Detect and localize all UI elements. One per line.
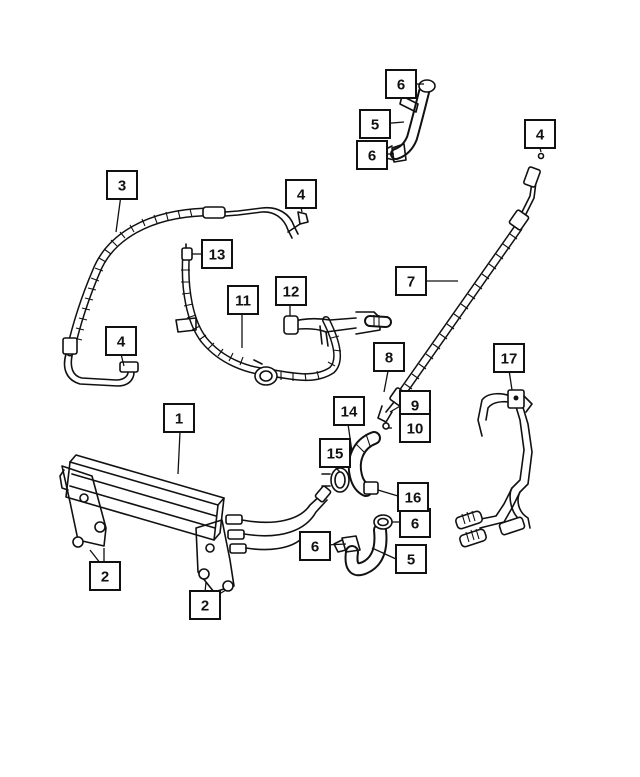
callout-6: 6 bbox=[299, 531, 331, 561]
callout-label: 4 bbox=[297, 187, 306, 204]
callout-label: 1 bbox=[175, 411, 183, 428]
callout-label: 2 bbox=[201, 598, 209, 615]
callout-2: 2 bbox=[89, 561, 121, 591]
callout-label: 14 bbox=[341, 404, 358, 421]
callout-box bbox=[385, 69, 417, 99]
callout-box bbox=[299, 531, 331, 561]
callout-box bbox=[395, 266, 427, 296]
callout-label: 12 bbox=[283, 284, 300, 301]
callout-label: 4 bbox=[536, 127, 545, 144]
callout-label: 10 bbox=[407, 421, 424, 438]
callout-label: 5 bbox=[407, 552, 415, 569]
callout-3: 3 bbox=[106, 170, 138, 200]
hose-3-ribs bbox=[73, 208, 193, 341]
callout-14: 14 bbox=[333, 396, 365, 426]
callout-label: 16 bbox=[405, 490, 422, 507]
callout-6: 6 bbox=[356, 140, 388, 170]
callout-7: 7 bbox=[395, 266, 427, 296]
callout-label: 5 bbox=[371, 117, 379, 134]
callout-box bbox=[189, 590, 221, 620]
callout-13: 13 bbox=[201, 239, 233, 269]
callout-label: 6 bbox=[411, 516, 419, 533]
callout-box bbox=[285, 179, 317, 209]
callout-box bbox=[359, 109, 391, 139]
callout-1: 1 bbox=[163, 403, 195, 433]
callout-box bbox=[105, 326, 137, 356]
callout-15: 15 bbox=[319, 438, 351, 468]
callout-label: 13 bbox=[209, 247, 226, 264]
callout-8: 8 bbox=[373, 342, 405, 372]
callout-label: 6 bbox=[368, 148, 376, 165]
callout-label: 8 bbox=[385, 350, 393, 367]
callout-4: 4 bbox=[285, 179, 317, 209]
tube-17-fitting-b bbox=[459, 528, 487, 548]
callout-label: 2 bbox=[101, 569, 109, 586]
callout-box bbox=[89, 561, 121, 591]
hose-11 bbox=[175, 243, 342, 386]
callout-6: 6 bbox=[385, 69, 417, 99]
callout-box bbox=[227, 285, 259, 315]
callout-box bbox=[163, 403, 195, 433]
callout-5: 5 bbox=[395, 544, 427, 574]
callout-box bbox=[399, 413, 431, 443]
callout-label: 3 bbox=[118, 178, 126, 195]
tube-17 bbox=[455, 389, 533, 548]
callout-box bbox=[373, 342, 405, 372]
callout-label: 6 bbox=[397, 77, 405, 94]
callout-2: 2 bbox=[189, 590, 221, 620]
callout-box bbox=[319, 438, 351, 468]
callout-10: 10 bbox=[399, 413, 431, 443]
callout-6: 6 bbox=[399, 508, 431, 538]
pipe-12 bbox=[283, 311, 392, 347]
callout-4: 4 bbox=[524, 119, 556, 149]
callout-box bbox=[356, 140, 388, 170]
callout-16: 16 bbox=[397, 482, 429, 512]
callout-label: 17 bbox=[501, 351, 518, 368]
hose-3 bbox=[62, 206, 309, 387]
callout-label: 4 bbox=[117, 334, 126, 351]
callout-box bbox=[395, 544, 427, 574]
callout-box bbox=[397, 482, 429, 512]
callout-5: 5 bbox=[359, 109, 391, 139]
callout-box bbox=[275, 276, 307, 306]
callout-box bbox=[493, 343, 525, 373]
callout-label: 11 bbox=[235, 293, 251, 310]
callout-11: 11 bbox=[227, 285, 259, 315]
callout-label: 7 bbox=[407, 274, 415, 291]
callout-12: 12 bbox=[275, 276, 307, 306]
callout-box bbox=[333, 396, 365, 426]
hose-14 bbox=[321, 431, 381, 497]
callout-label: 9 bbox=[411, 398, 419, 415]
callout-box bbox=[201, 239, 233, 269]
oil-cooler bbox=[59, 454, 332, 593]
callout-box bbox=[106, 170, 138, 200]
hose-5-bottom bbox=[333, 514, 393, 577]
callout-label: 15 bbox=[327, 446, 344, 463]
callout-box bbox=[524, 119, 556, 149]
callout-4: 4 bbox=[105, 326, 137, 356]
callout-17: 17 bbox=[493, 343, 525, 373]
callout-label: 6 bbox=[311, 539, 319, 556]
tube-17-fitting-a bbox=[455, 510, 483, 530]
